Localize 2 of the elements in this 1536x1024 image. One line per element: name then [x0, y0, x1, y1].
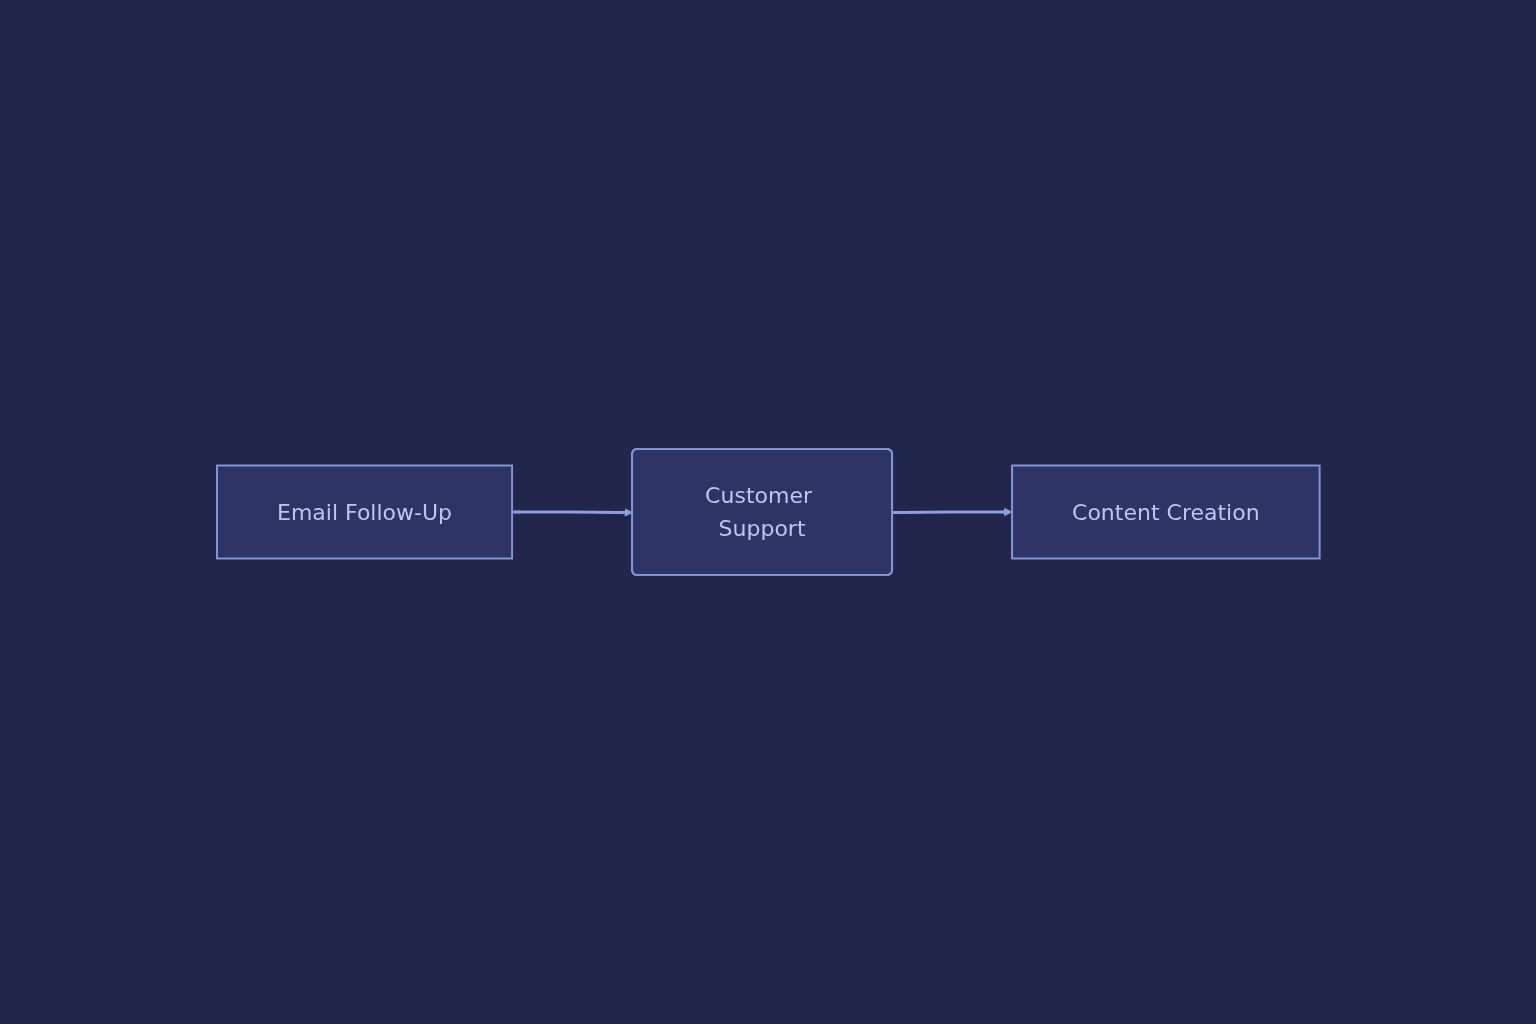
node-box: Email Follow-Up — [215, 464, 513, 560]
node-box: Content Creation — [1010, 464, 1321, 560]
